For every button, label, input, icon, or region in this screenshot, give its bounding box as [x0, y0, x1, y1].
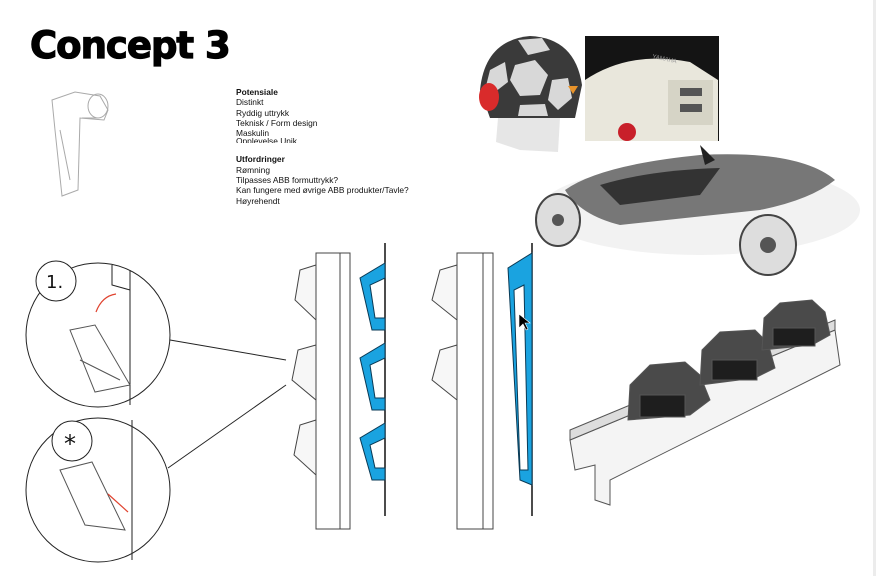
detail-callouts — [25, 260, 287, 563]
motorbike-photo: YAMAHA — [585, 36, 719, 141]
list-item: Ryddig uttrykk — [236, 107, 290, 118]
helmet-photo — [479, 36, 582, 152]
challenges-heading: Utfordringer — [236, 154, 285, 165]
list-item: Kan fungere med øvrige ABB produkter/Tav… — [236, 185, 409, 196]
concept-car-sketch — [535, 145, 860, 276]
hook-sketch — [51, 91, 109, 197]
list-item: Maskulin — [236, 128, 270, 139]
list-item: Teknisk / Form design — [236, 117, 318, 128]
page-title: Concept 3 — [29, 23, 231, 67]
step-label: 1. — [46, 272, 63, 293]
scroll-edge — [873, 0, 876, 576]
list-item: Rømning — [236, 164, 270, 175]
wall-section-right — [431, 252, 494, 530]
brand-text: YAMAHA — [652, 54, 678, 65]
detail-circle-1 — [25, 262, 171, 408]
wall-section-left — [291, 252, 351, 530]
list-item: Distinkt — [236, 97, 264, 108]
blue-profile-left — [359, 262, 386, 481]
cursor-icon — [518, 313, 531, 331]
blue-profile-right — [507, 252, 533, 486]
list-item: Opplevelse Unik — [236, 138, 297, 144]
cable-rail-render — [569, 299, 841, 506]
list-item: Høyrehendt — [236, 195, 280, 206]
alt-label: * — [64, 430, 76, 458]
rotate-arrow-icon — [95, 293, 117, 313]
list-item: Tilpasses ABB formuttrykk? — [236, 175, 339, 186]
potential-heading: Potensiale — [236, 87, 278, 97]
slide-arrow-icon — [107, 493, 129, 513]
notes-block: Potensiale Distinkt Ryddig uttrykk Tekni… — [236, 87, 409, 206]
detail-circle-2 — [25, 417, 171, 563]
